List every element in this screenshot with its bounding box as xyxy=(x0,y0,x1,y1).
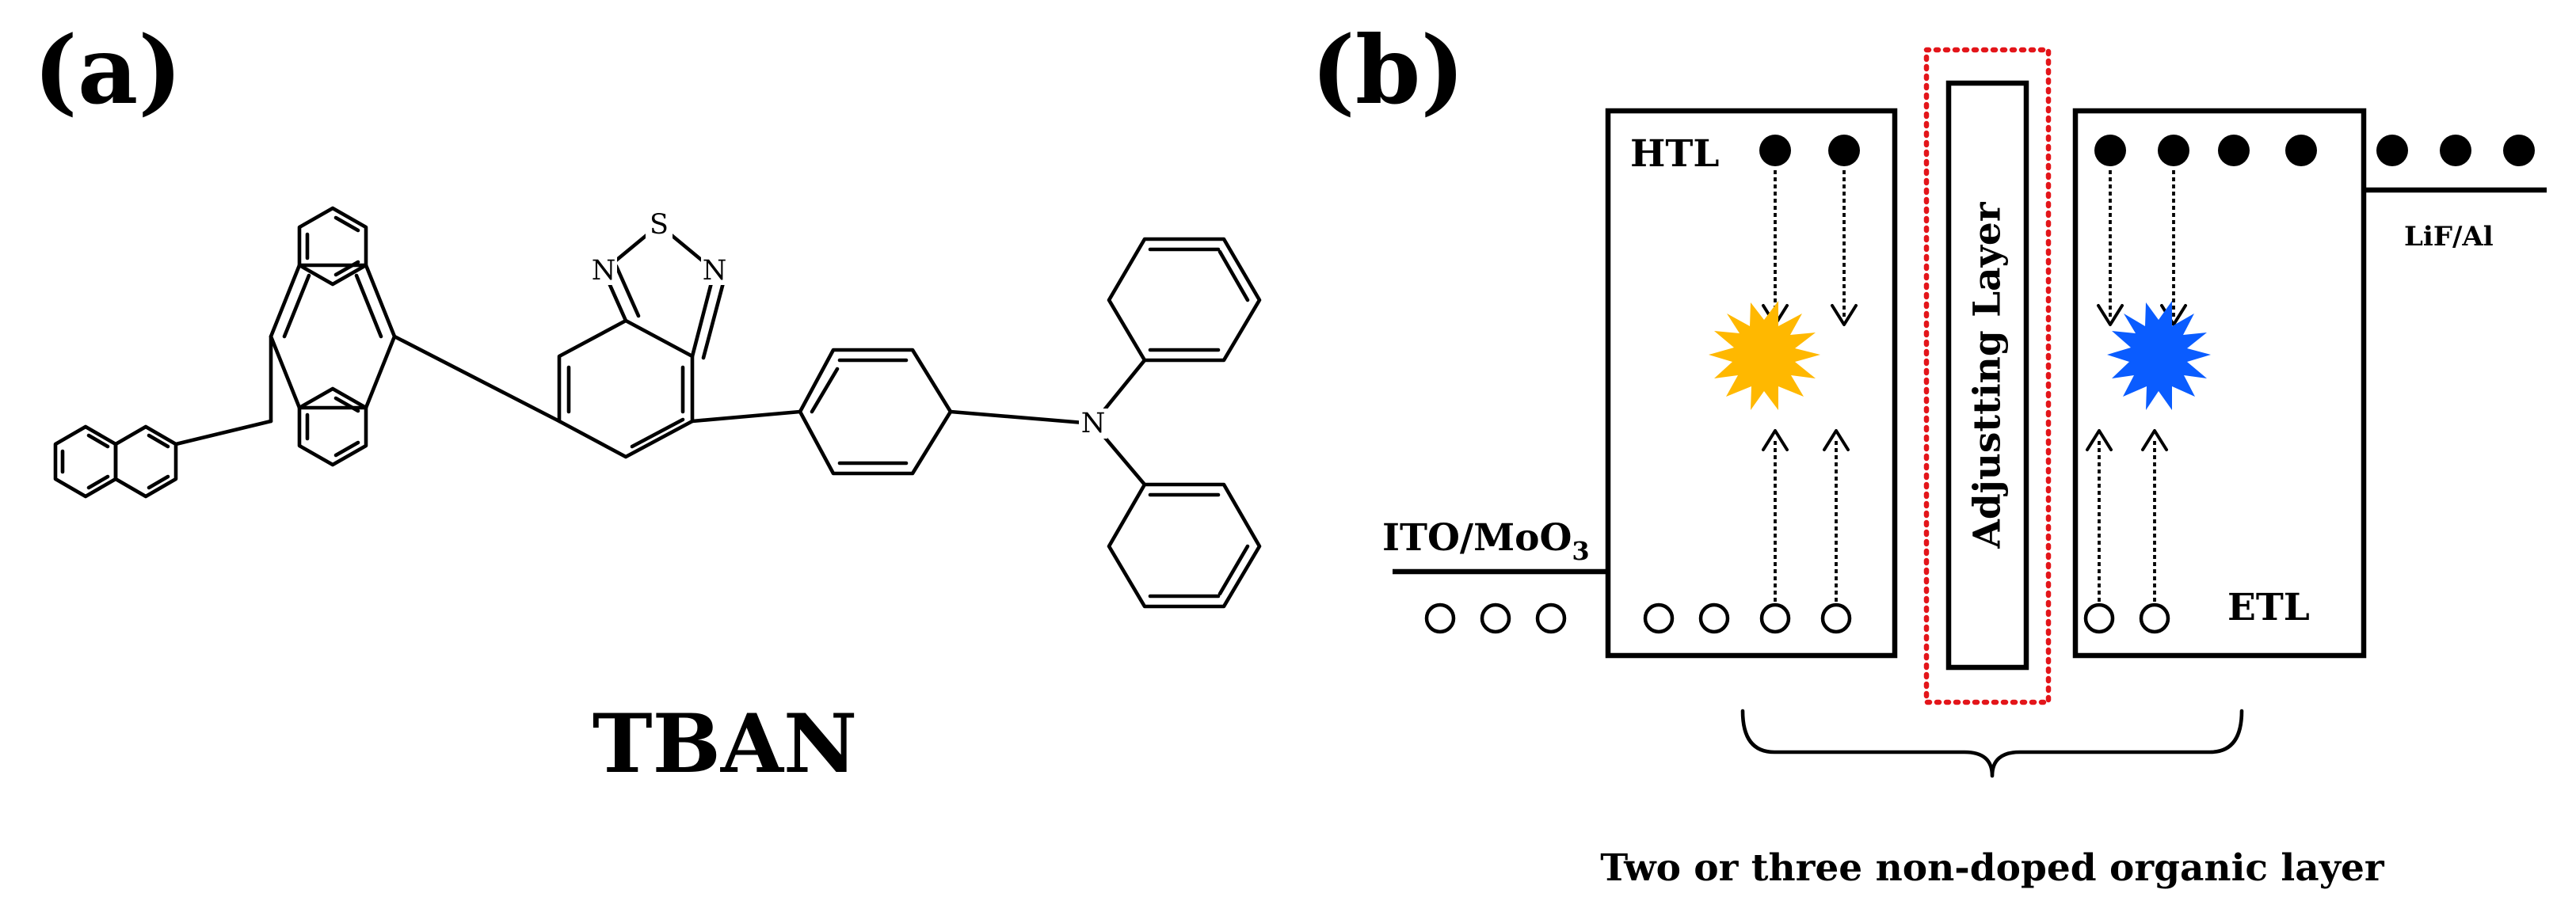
naphthalene-left-double-bond-2 xyxy=(86,433,110,449)
btd-c-n-double-right xyxy=(701,272,728,360)
cathode-electron-3 xyxy=(2503,135,2535,166)
anode-hole-2 xyxy=(1480,602,1511,634)
cathode-electron-2 xyxy=(2440,135,2471,166)
adjusting-layer-highlight-frame xyxy=(1923,47,2052,705)
anode-hole-3 xyxy=(1535,602,1567,634)
tban-structure: S N N N xyxy=(53,206,1262,609)
htl-electron-arrowhead-2 xyxy=(1831,304,1858,326)
etl-hole-arrowhead-2 xyxy=(2141,429,2168,451)
etl-electron-1 xyxy=(2094,135,2126,166)
compound-name: TBAN xyxy=(593,697,858,792)
phenyl-top-double-bond-3 xyxy=(1218,249,1250,302)
htl-electron-1 xyxy=(1759,135,1791,166)
htl-layer-box xyxy=(1605,108,1898,659)
nitrogen-atom-left: N xyxy=(592,255,616,287)
panel-a-label: (a) xyxy=(33,15,182,125)
anthracene-middle-double-bond-2 xyxy=(354,273,383,339)
naphthalene-ring-left xyxy=(53,424,118,499)
adjusting-layer-label: Adjustting Layer xyxy=(1966,201,2010,549)
naphthalene-right-double-bond-1 xyxy=(147,433,170,449)
phenyl-bottom-double-bond-3 xyxy=(1218,544,1250,596)
naphthalene-ring-right xyxy=(113,424,178,499)
etl-hole-2 xyxy=(2139,602,2170,634)
etl-hole-arrowhead-1 xyxy=(2086,429,2113,451)
anode-hole-1 xyxy=(1424,602,1456,634)
naphthyl-anthracene-bond xyxy=(173,419,273,447)
phenyl-ring-top xyxy=(1107,237,1262,363)
btd-phenylene-bond xyxy=(690,409,802,424)
anthracene-top-double-bond-2 xyxy=(333,215,360,233)
panel-b-label: (b) xyxy=(1311,15,1465,125)
htl-hole-arrowhead-1 xyxy=(1762,429,1789,451)
cathode-label: LiF/Al xyxy=(2404,221,2494,253)
btd-double-bond-3 xyxy=(630,417,685,449)
etl-layer-box xyxy=(2072,108,2367,659)
anthracene-bottom-double-bond-2 xyxy=(333,440,360,458)
anode-label: ITO/MoO3 xyxy=(1382,516,1590,566)
etl-electron-arrowhead-1 xyxy=(2097,304,2124,326)
amine-nitrogen-atom: N xyxy=(1081,408,1106,439)
etl-electron-2 xyxy=(2158,135,2189,166)
anode-label-subscript: 3 xyxy=(1572,536,1589,566)
anthracene-10-btd-bond xyxy=(392,334,562,424)
organic-layers-brace xyxy=(1740,709,2244,778)
panel-b: (b) ITO/MoO3 HTL Adjustting Layer xyxy=(1311,15,2547,890)
btd-c-n-double-left xyxy=(614,264,641,318)
etl-electron-4 xyxy=(2285,135,2317,166)
anthracene-bottom-double-bond-3 xyxy=(333,396,360,413)
anthracene-middle-double-bond-1 xyxy=(282,273,311,339)
naphthalene-left-double-bond-3 xyxy=(86,474,110,490)
blue-emission-burst xyxy=(2107,301,2211,410)
organic-layers-caption: Two or three non-doped organic layer xyxy=(1600,846,2385,890)
anthracene-ring-top xyxy=(297,206,368,287)
phenylene-amine-bond xyxy=(948,409,1096,426)
htl-hole-4 xyxy=(1820,602,1852,634)
htl-hole-arrowhead-2 xyxy=(1823,429,1850,451)
phenyl-ring-bottom xyxy=(1107,482,1262,609)
nitrogen-atom-right: N xyxy=(703,255,727,287)
adjusting-layer-box xyxy=(1945,80,2029,671)
phenylene-double-bond-3 xyxy=(810,367,840,414)
htl-hole-2 xyxy=(1698,602,1730,634)
htl-electron-2 xyxy=(1828,135,1860,166)
sulfur-atom: S xyxy=(650,209,669,241)
etl-label: ETL xyxy=(2227,586,2310,629)
btd-benzene-ring xyxy=(557,318,695,459)
etl-hole-1 xyxy=(2083,602,2115,634)
anthracene-ring-middle xyxy=(269,263,397,410)
cathode-electron-1 xyxy=(2376,135,2408,166)
htl-label: HTL xyxy=(1630,132,1719,176)
phenylene-ring xyxy=(798,348,953,476)
naphthalene-right-double-bond-2 xyxy=(147,474,170,490)
yellow-emission-burst xyxy=(1709,301,1820,410)
htl-hole-3 xyxy=(1759,602,1791,634)
anthracene-ring-bottom xyxy=(297,386,368,467)
panel-a: (a) xyxy=(33,15,1262,792)
htl-hole-1 xyxy=(1643,602,1675,634)
etl-electron-3 xyxy=(2218,135,2250,166)
